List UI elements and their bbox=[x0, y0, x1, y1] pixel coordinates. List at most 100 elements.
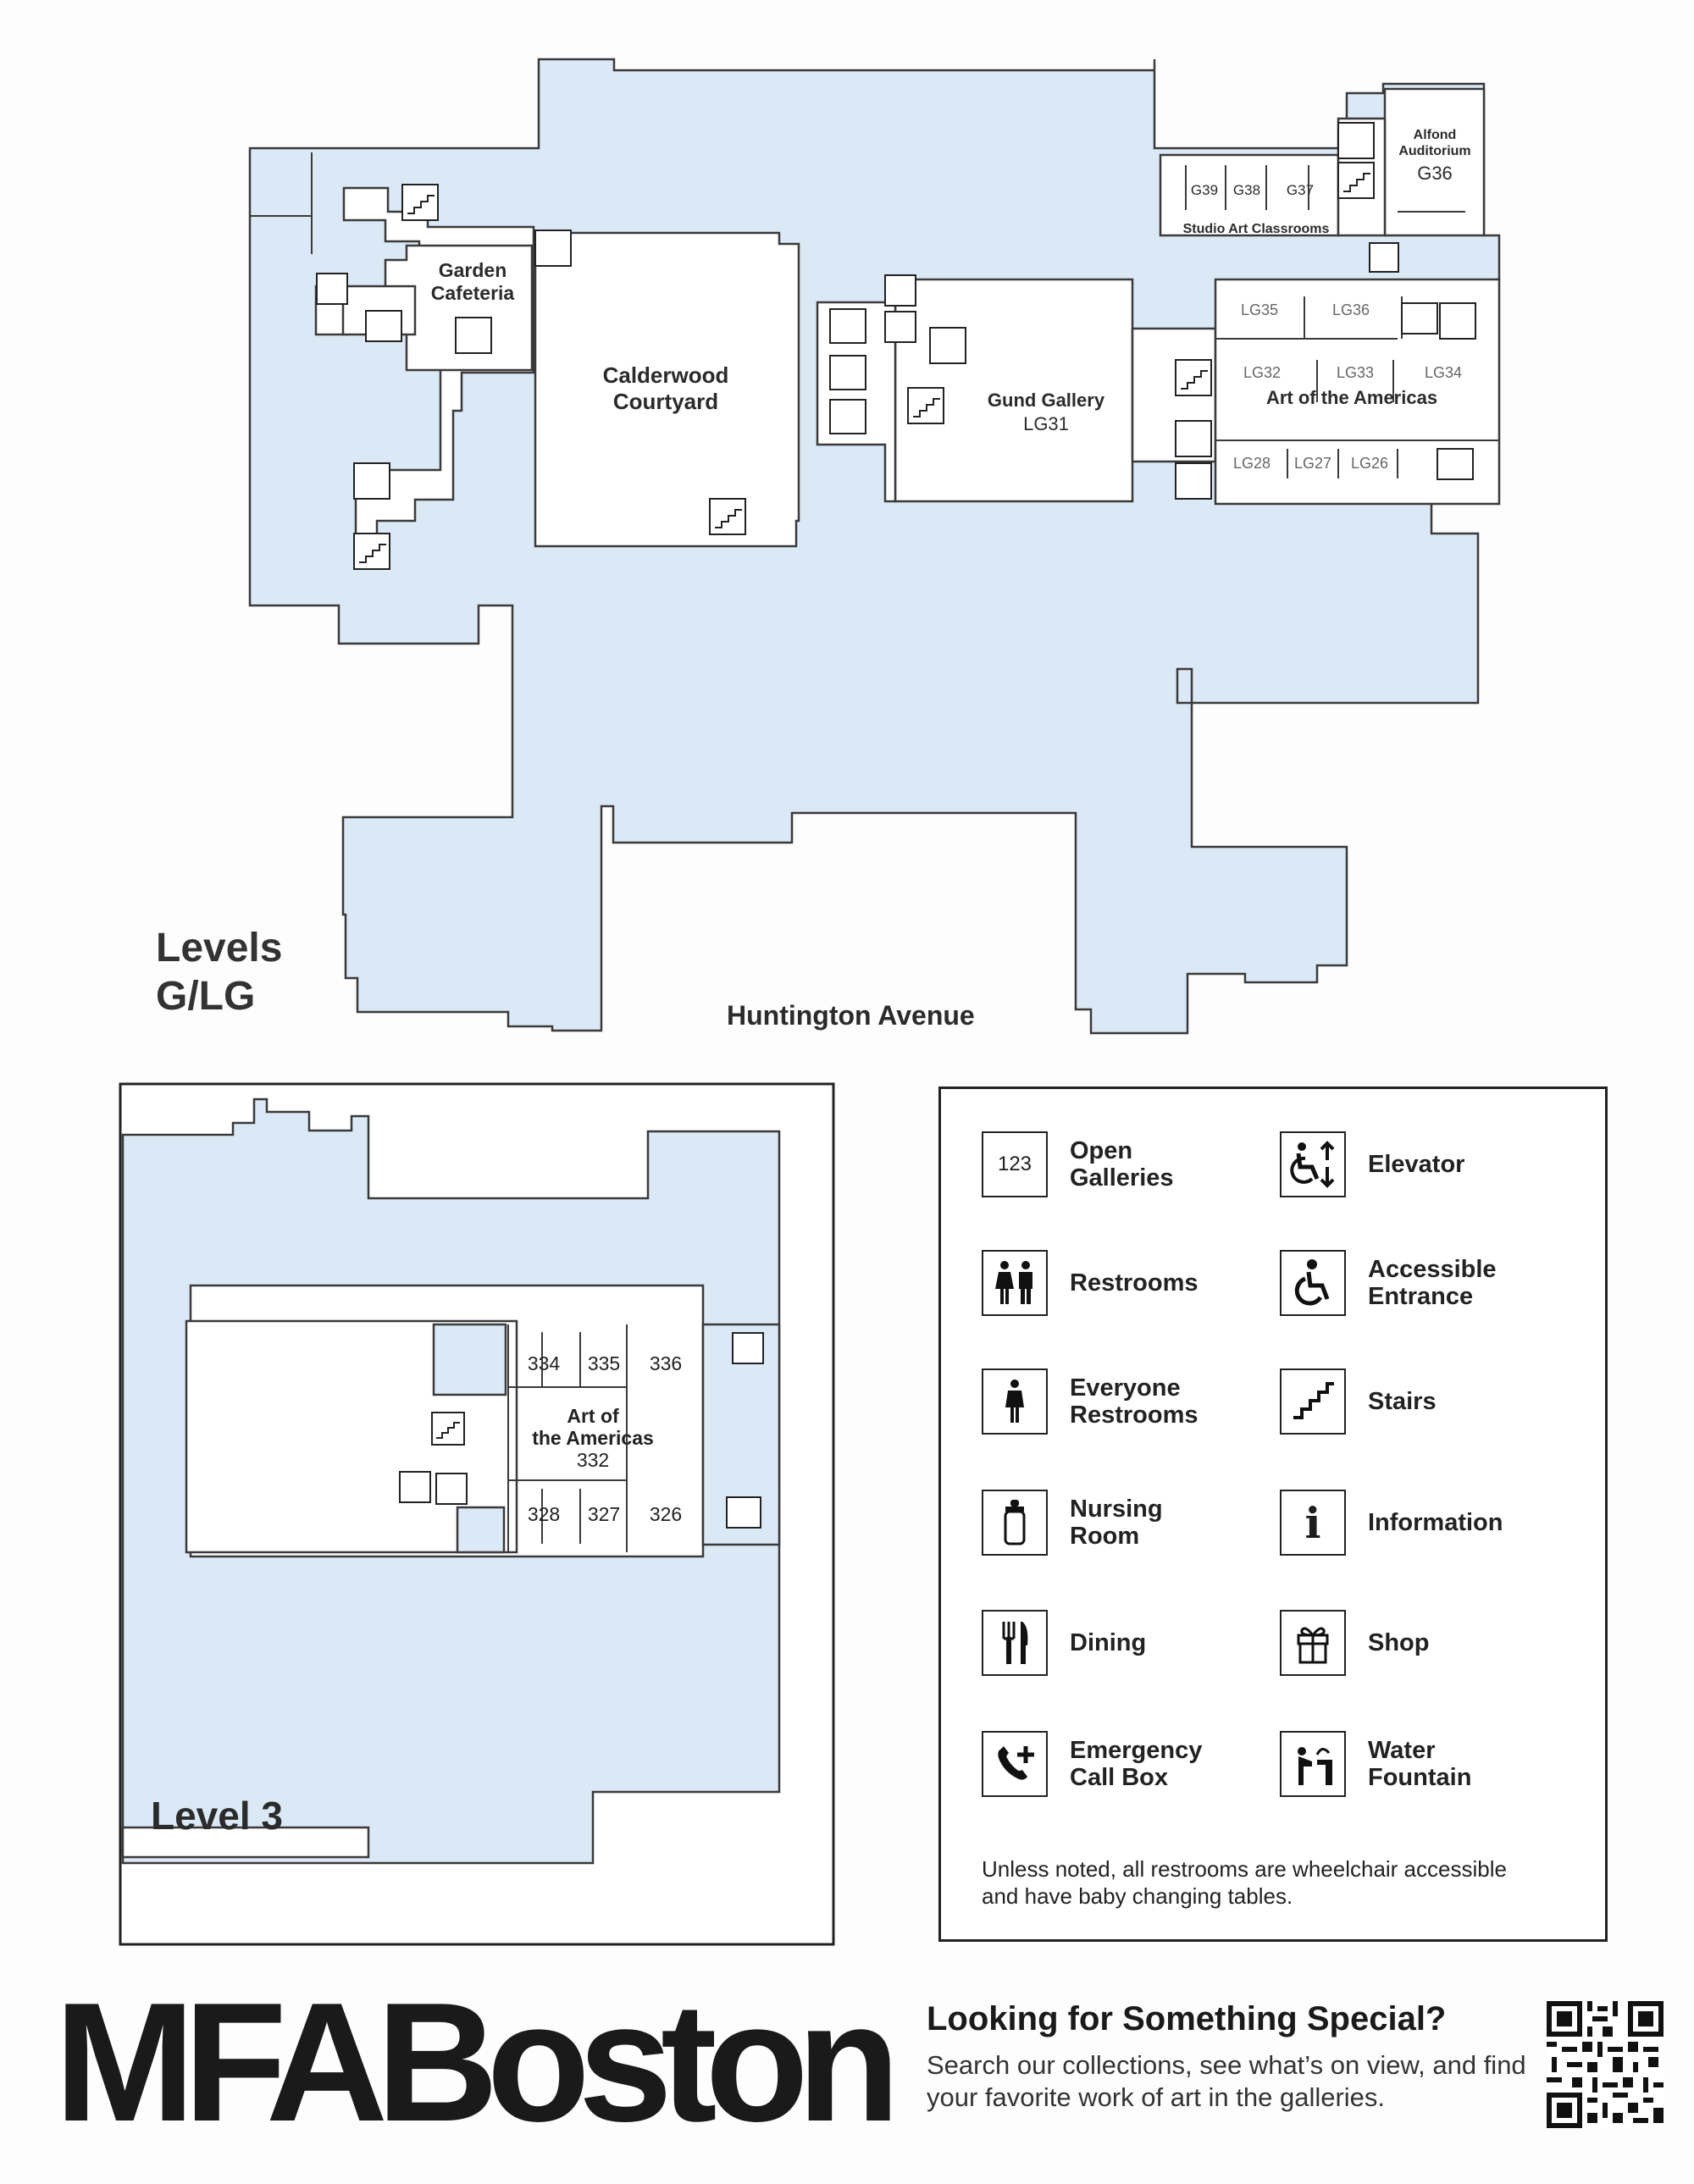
label-alfond-1: Alfond bbox=[1414, 128, 1457, 142]
label-studio: Studio Art Classrooms bbox=[1183, 222, 1330, 236]
information-icon: i bbox=[1280, 1490, 1346, 1556]
dining-icon bbox=[982, 1610, 1048, 1676]
legend-label: Accessible bbox=[1368, 1256, 1497, 1283]
street-label: Huntington Avenue bbox=[727, 1000, 975, 1031]
legend-label: Elevator bbox=[1368, 1151, 1465, 1178]
promo-body: Search our collections, see what’s on vi… bbox=[927, 2050, 1526, 2112]
restrooms-icon bbox=[365, 310, 402, 342]
map-levels-g-lg: Garden Cafeteria Calderwood Courtyard Gu… bbox=[156, 58, 1501, 1035]
label-americas-top: Art of the Americas bbox=[1266, 387, 1437, 408]
accessible-entrance-icon bbox=[534, 229, 572, 267]
everyone-restroom-icon bbox=[829, 399, 866, 434]
calderwood-courtyard bbox=[534, 231, 800, 548]
legend-item-shop: Shop bbox=[1280, 1610, 1554, 1676]
promo-title: Looking for Something Special? bbox=[927, 2000, 1447, 2037]
map-level-3: 334 335 336 Art of the Americas 332 328 … bbox=[119, 1082, 835, 1946]
elevator-icon bbox=[353, 462, 390, 500]
label-garden-cafeteria-1: Garden bbox=[439, 259, 507, 281]
elevator-icon bbox=[1439, 302, 1476, 340]
emergency-callbox-icon bbox=[884, 274, 916, 307]
legend-label: Stairs bbox=[1368, 1388, 1437, 1415]
label-g39: G39 bbox=[1191, 182, 1218, 198]
elevator-icon bbox=[1175, 420, 1212, 457]
stairs-icon bbox=[1280, 1368, 1346, 1435]
qr-code[interactable] bbox=[1547, 2001, 1664, 2128]
label-lg27: LG27 bbox=[1294, 455, 1331, 472]
label-calderwood-1: Calderwood bbox=[603, 362, 729, 388]
room-328: 328 bbox=[528, 1503, 560, 1525]
legend-label: Fountain bbox=[1368, 1764, 1472, 1791]
label-lg33: LG33 bbox=[1337, 364, 1374, 381]
legend-label: Galleries bbox=[1070, 1164, 1174, 1192]
elevator-icon bbox=[929, 327, 966, 364]
label-gund-gallery: Gund Gallery bbox=[988, 390, 1105, 411]
legend-note: Unless noted, all restrooms are wheelcha… bbox=[982, 1856, 1507, 1909]
legend-label: Water bbox=[1368, 1737, 1436, 1764]
elevator-icon bbox=[1280, 1131, 1346, 1197]
title-levels-line1: Levels bbox=[156, 926, 282, 970]
nursing-room-icon bbox=[982, 1490, 1048, 1556]
emergency-callbox-icon bbox=[1175, 462, 1212, 500]
legend-item-stairs: Stairs bbox=[1280, 1368, 1554, 1435]
room-americas-1: Art of bbox=[567, 1405, 619, 1427]
label-lg35: LG35 bbox=[1241, 301, 1278, 318]
room-334: 334 bbox=[528, 1352, 561, 1374]
label-lg36: LG36 bbox=[1332, 301, 1370, 318]
americas-galleries bbox=[1214, 278, 1501, 506]
restrooms-icon bbox=[726, 1496, 761, 1529]
level3-blue-bottom bbox=[456, 1506, 506, 1554]
water-fountain-icon bbox=[316, 273, 348, 305]
label-alfond-2: Auditorium bbox=[1398, 144, 1470, 158]
restrooms-icon bbox=[982, 1250, 1048, 1316]
legend-label: Information bbox=[1368, 1509, 1503, 1536]
level3-bottom-room bbox=[121, 1826, 370, 1859]
room-327: 327 bbox=[588, 1503, 620, 1525]
legend-label: Room bbox=[1070, 1523, 1140, 1550]
legend-item-elevator: Elevator bbox=[1280, 1131, 1554, 1197]
emergency-callbox-icon bbox=[399, 1471, 431, 1503]
brand-logo: MFABoston bbox=[54, 1968, 900, 2157]
elevator-icon bbox=[1337, 122, 1375, 159]
legend-label: Call Box bbox=[1070, 1764, 1169, 1791]
legend-label: Emergency bbox=[1070, 1737, 1203, 1764]
emergency-callbox-icon bbox=[982, 1731, 1048, 1797]
label-g37: G37 bbox=[1287, 182, 1314, 198]
legend-label: Nursing bbox=[1070, 1496, 1163, 1523]
room-335: 335 bbox=[588, 1352, 620, 1374]
everyone-restroom-icon bbox=[829, 308, 866, 344]
legend-label: Restrooms bbox=[1070, 1402, 1199, 1429]
label-lg32: LG32 bbox=[1243, 364, 1281, 381]
label-g38: G38 bbox=[1233, 182, 1260, 198]
legend-label: Shop bbox=[1368, 1629, 1430, 1656]
emergency-callbox-icon bbox=[1369, 242, 1399, 273]
gallery-number-icon: 123 bbox=[982, 1131, 1048, 1197]
legend-label: Restrooms bbox=[1070, 1269, 1199, 1297]
legend-label: Everyone bbox=[1070, 1374, 1181, 1402]
everyone-restroom-icon bbox=[829, 355, 866, 390]
water-fountain-icon bbox=[1280, 1731, 1346, 1797]
legend-label: Entrance bbox=[1368, 1283, 1474, 1310]
shop-icon bbox=[1280, 1610, 1346, 1676]
restrooms-icon bbox=[1437, 448, 1474, 480]
accessible-entrance-icon bbox=[1280, 1250, 1346, 1316]
restrooms-icon bbox=[1401, 302, 1438, 335]
label-calderwood-2: Courtyard bbox=[613, 389, 718, 414]
label-lg34: LG34 bbox=[1425, 364, 1462, 381]
legend-item-dining: Dining bbox=[982, 1610, 1256, 1676]
room-americas-2: the Americas bbox=[532, 1427, 654, 1449]
label-lg28: LG28 bbox=[1233, 455, 1270, 472]
legend-item-restrooms: Restrooms bbox=[982, 1250, 1256, 1316]
label-alfond-code: G36 bbox=[1417, 163, 1453, 184]
label-gund-code: LG31 bbox=[1023, 413, 1069, 434]
level3-title: Level 3 bbox=[151, 1794, 283, 1838]
water-fountain-icon bbox=[884, 311, 916, 343]
legend-item-information: i Information bbox=[1280, 1490, 1554, 1556]
room-326: 326 bbox=[650, 1503, 682, 1525]
